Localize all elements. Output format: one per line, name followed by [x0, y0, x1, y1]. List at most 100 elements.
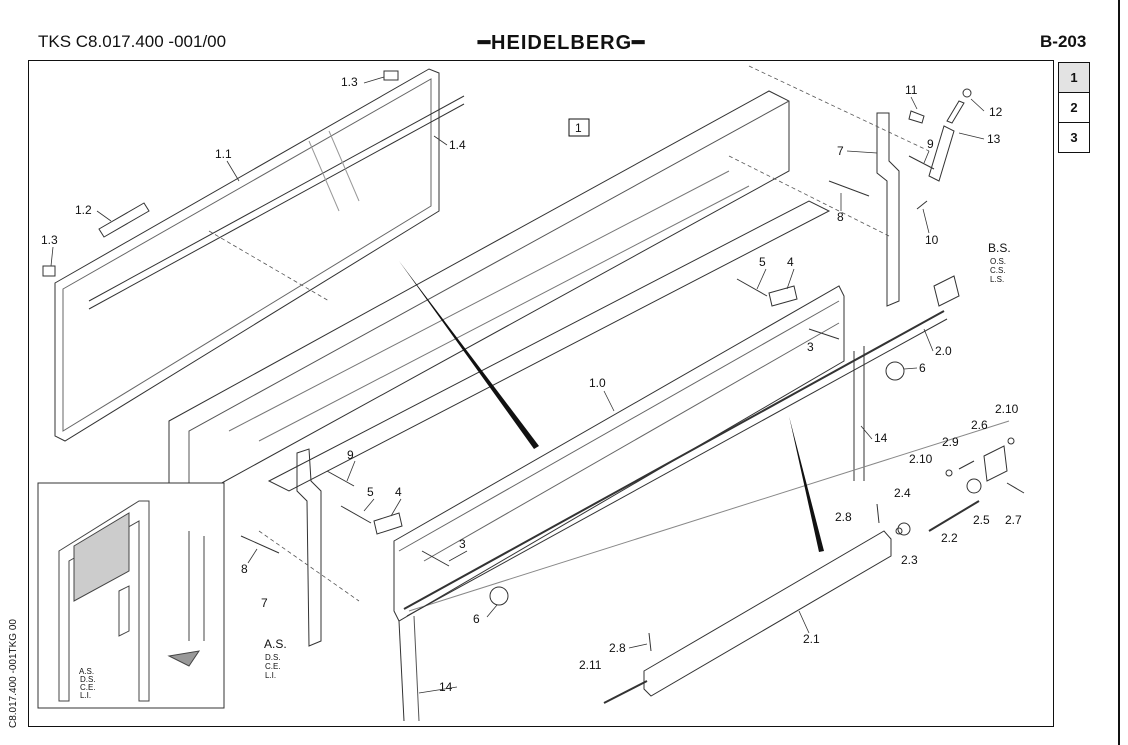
tab-figure-3[interactable]: 3 [1058, 123, 1090, 153]
inset-side-l1: D.S. [80, 675, 96, 684]
tab-figure-1[interactable]: 1 [1058, 62, 1090, 93]
lower-rail [267, 200, 831, 492]
pin-2-8-right [876, 503, 880, 524]
leader-lines [50, 76, 985, 694]
callout-8-left: 8 [241, 562, 248, 576]
callout-11: 11 [905, 83, 918, 97]
callout-10: 10 [925, 233, 939, 247]
screw-8-right [828, 180, 870, 197]
callout-13: 13 [987, 132, 1001, 146]
inset-side-l2: C.E. [80, 683, 96, 692]
screw-5-right [736, 278, 768, 297]
brand-logo: ━HEIDELBERG━ [478, 32, 646, 54]
pin-10 [916, 200, 928, 210]
side-bs-l1: O.S. [990, 257, 1006, 266]
callout-14-right: 14 [874, 431, 888, 445]
page-code: B-203 [1040, 32, 1087, 51]
callout-2-10-top: 2.10 [995, 402, 1019, 416]
shaft-2-2 [928, 500, 980, 532]
hinge-2-0 [933, 275, 960, 307]
callout-12: 12 [989, 105, 1003, 119]
screw-5-left [340, 505, 372, 524]
side-bracket-left [296, 448, 322, 647]
gas-spring [928, 100, 965, 182]
pin-2-11 [603, 680, 648, 704]
callout-9-right: 9 [927, 137, 934, 151]
callout-2-2: 2.2 [941, 531, 958, 545]
pin-3-right [808, 328, 840, 340]
panel-rail-1-4 [88, 95, 465, 302]
washer-6-left [489, 586, 509, 606]
plate-4-left [373, 512, 403, 535]
callout-9-left: 9 [347, 448, 354, 462]
washer-6-right [885, 361, 905, 381]
callout-box-main [568, 118, 590, 137]
inset-view [37, 482, 225, 709]
callout-1-4: 1.4 [449, 138, 466, 152]
plate-1-3-left [42, 265, 56, 277]
washer-2-3 [895, 527, 903, 535]
pin-2-8-left [648, 632, 652, 652]
tab-figure-2[interactable]: 2 [1058, 93, 1090, 123]
callout-main: 1 [575, 121, 582, 135]
pin-2-7 [1006, 482, 1025, 494]
washer-2-4 [897, 522, 911, 536]
callout-1-3-top: 1.3 [341, 75, 358, 89]
callout-2-10-left: 2.10 [909, 452, 933, 466]
front-beam [393, 285, 845, 622]
lower-bar [643, 530, 892, 697]
callout-1-2: 1.2 [75, 203, 92, 217]
callout-2-5: 2.5 [973, 513, 990, 527]
callout-4-left: 4 [395, 485, 402, 499]
plate-1-3-top [383, 70, 399, 81]
side-bs-l2: C.S. [990, 266, 1006, 275]
callout-5-right: 5 [759, 255, 766, 269]
clip-1-2 [98, 202, 150, 238]
leader-arrow-right [789, 416, 824, 552]
callout-2-7: 2.7 [1005, 513, 1022, 527]
callout-2-1: 2.1 [803, 632, 820, 646]
screw-8-left [240, 535, 280, 554]
callout-2-11: 2.11 [579, 658, 602, 672]
callout-1-1: 1.1 [215, 147, 232, 161]
callout-1-3-left: 1.3 [41, 233, 58, 247]
side-bs-l3: L.S. [990, 275, 1004, 284]
callout-2-4: 2.4 [894, 486, 911, 500]
exploded-parts-drawing: 1 1.3 1.4 1.1 1.2 1.3 11 12 13 7 9 8 10 … [37, 65, 1025, 722]
side-bracket-right [876, 112, 900, 307]
side-as-l3: L.I. [265, 671, 276, 680]
leader-arrow-left [399, 261, 539, 449]
screw-9-right [908, 155, 935, 170]
rod-2-0 [403, 310, 945, 610]
document-id: TKS C8.017.400 -001/00 [38, 32, 227, 51]
callout-5-left: 5 [367, 485, 374, 499]
nut-2-10-left [945, 469, 953, 477]
ring-2-5 [966, 478, 982, 494]
callout-2-8-left: 2.8 [609, 641, 626, 655]
pin-2-9 [958, 460, 975, 470]
inset-side-title: A.S. [79, 667, 94, 676]
callout-2-9: 2.9 [942, 435, 959, 449]
side-as-l1: D.S. [265, 653, 281, 662]
callout-2-0: 2.0 [935, 344, 952, 358]
nut-12 [962, 88, 972, 98]
side-bs-title: B.S. [988, 241, 1011, 255]
callout-3-left: 3 [459, 537, 466, 551]
figure-tabs: 1 2 3 [1058, 62, 1090, 153]
screw-9-left [326, 470, 355, 487]
callout-4-right: 4 [787, 255, 794, 269]
callout-2-6: 2.6 [971, 418, 988, 432]
plate-4-right [768, 285, 798, 307]
inset-drawing [58, 500, 205, 702]
callout-2-3: 2.3 [901, 553, 918, 567]
hinge-block-2-6 [983, 445, 1008, 482]
callout-8-right: 8 [837, 210, 844, 224]
callout-1-0: 1.0 [589, 376, 606, 390]
panel-frame-inner [62, 78, 432, 432]
brand-logo-text: HEIDELBERG [491, 32, 633, 54]
callout-6-left: 6 [473, 612, 480, 626]
drawing-frame [28, 60, 1054, 727]
vertical-drawing-code: C8.017.400 -001TKG 00 [8, 619, 19, 728]
nut-2-10-right [1007, 437, 1015, 445]
